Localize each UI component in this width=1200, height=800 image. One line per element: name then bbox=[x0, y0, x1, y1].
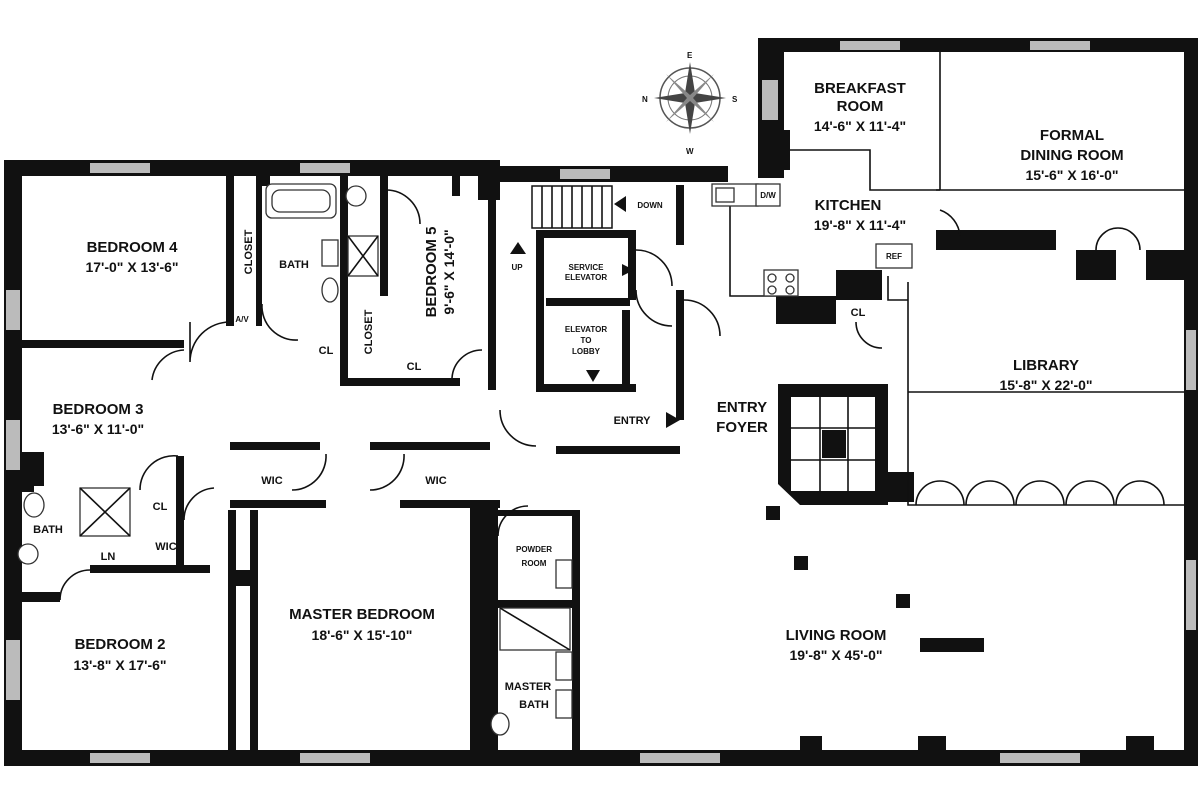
up-arrow-icon bbox=[510, 242, 526, 254]
compass-east: E bbox=[687, 51, 693, 60]
compass-west: W bbox=[686, 147, 694, 156]
service-stair bbox=[531, 185, 613, 229]
lobby-elevator-arrow-icon bbox=[586, 370, 600, 382]
breakfast-room-label-2: ROOM bbox=[837, 98, 884, 115]
compass-south: S bbox=[732, 95, 738, 104]
dining-room-label-2: DINING ROOM bbox=[1020, 147, 1123, 164]
bath-label-1: BATH bbox=[279, 259, 309, 271]
kitchen-dims: 19'-8" X 11'-4" bbox=[814, 217, 906, 233]
cl-label-1: CL bbox=[319, 345, 334, 357]
cl-label-3: CL bbox=[153, 501, 168, 513]
wic-label-2: WIC bbox=[261, 475, 282, 487]
up-label: UP bbox=[511, 263, 523, 272]
lobby-elevator-label-3: LOBBY bbox=[572, 347, 601, 356]
dining-room-label: FORMAL bbox=[1040, 127, 1104, 144]
bedroom-2-label: BEDROOM 2 bbox=[75, 636, 166, 653]
breakfast-room-label: BREAKFAST bbox=[814, 80, 906, 97]
bedroom-2-dims: 13'-8" X 17'-6" bbox=[73, 657, 166, 673]
bedroom-4-label: BEDROOM 4 bbox=[87, 239, 179, 256]
service-elevator-label-1: SERVICE bbox=[569, 263, 605, 272]
closet-label-group-1: CLOSET bbox=[243, 229, 255, 274]
lobby-elevator-label-1: ELEVATOR bbox=[565, 325, 607, 334]
ref-label: REF bbox=[886, 252, 902, 261]
entry-arrow-icon bbox=[666, 412, 680, 428]
cl-label-4: CL bbox=[851, 307, 866, 319]
bedroom-5-label-group: BEDROOM 5 9'-6" X 14'-0" bbox=[423, 227, 457, 318]
closet-label-1: CLOSET bbox=[243, 229, 255, 274]
lobby-elevator-label-2: TO bbox=[581, 336, 592, 345]
kitchen-label: KITCHEN bbox=[815, 197, 882, 214]
compass-rose-icon: E N S W bbox=[642, 51, 738, 156]
entry-foyer-label-1: ENTRY bbox=[717, 399, 767, 416]
wic-label-1: WIC bbox=[155, 541, 176, 553]
ln-label: LN bbox=[101, 551, 116, 563]
wic-label-3: WIC bbox=[425, 475, 446, 487]
dining-room-dims: 15'-6" X 16'-0" bbox=[1025, 167, 1118, 183]
compass-north: N bbox=[642, 95, 648, 104]
bedroom-3-label: BEDROOM 3 bbox=[53, 401, 144, 418]
exterior-walls bbox=[4, 38, 1198, 766]
powder-room-label-1: POWDER bbox=[516, 545, 552, 554]
library-dims: 15'-8" X 22'-0" bbox=[999, 377, 1092, 393]
bedroom-3-dims: 13'-6" X 11'-0" bbox=[52, 421, 144, 437]
powder-room-label-2: ROOM bbox=[522, 559, 547, 568]
av-label: A/V bbox=[235, 315, 249, 324]
bedroom-4-dims: 17'-0" X 13'-6" bbox=[85, 259, 178, 275]
cl-label-2: CL bbox=[407, 361, 422, 373]
down-label: DOWN bbox=[637, 201, 663, 210]
down-arrow-icon bbox=[614, 196, 626, 212]
foyer-stair bbox=[789, 395, 877, 493]
bedroom-5-label: BEDROOM 5 bbox=[423, 227, 440, 318]
master-bath-label-1: MASTER bbox=[505, 681, 552, 693]
living-room-dims: 19'-8" X 45'-0" bbox=[789, 647, 882, 663]
library-partitions bbox=[887, 227, 1184, 506]
living-room-label: LIVING ROOM bbox=[786, 627, 887, 644]
door-swings bbox=[59, 189, 883, 601]
closet-label-2: CLOSET bbox=[363, 309, 375, 354]
library-label: LIBRARY bbox=[1013, 357, 1079, 374]
dw-label: D/W bbox=[760, 191, 776, 200]
bath-fixtures bbox=[17, 183, 573, 736]
small-labels: BATH A/V CL CL CL CL BATH LN WIC WIC WIC… bbox=[33, 191, 902, 711]
service-elevator-label-2: ELEVATOR bbox=[565, 273, 607, 282]
breakfast-room-dims: 14'-6" X 11'-4" bbox=[814, 118, 906, 134]
arrows bbox=[510, 196, 680, 428]
closet-label-group-2: CLOSET bbox=[363, 309, 375, 354]
kitchen-fixtures bbox=[711, 52, 1184, 297]
entry-foyer-label-2: FOYER bbox=[716, 419, 768, 436]
room-labels: BREAKFAST ROOM 14'-6" X 11'-4" FORMAL DI… bbox=[52, 80, 1124, 673]
master-bedroom-label: MASTER BEDROOM bbox=[289, 606, 435, 623]
bedroom-5-dims: 9'-6" X 14'-0" bbox=[441, 229, 457, 314]
bath-label-2: BATH bbox=[33, 524, 63, 536]
master-bedroom-dims: 18'-6" X 15'-10" bbox=[312, 627, 413, 643]
entry-label: ENTRY bbox=[614, 415, 652, 427]
service-elevator-arrow-icon bbox=[622, 264, 634, 276]
master-bath-label-2: BATH bbox=[519, 699, 549, 711]
